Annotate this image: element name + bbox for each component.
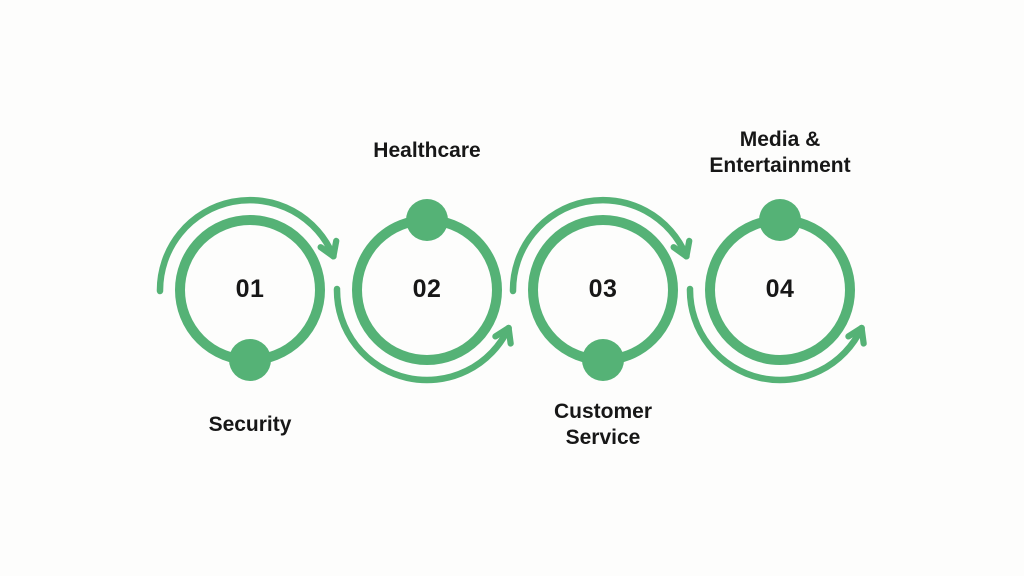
step-3-number: 03: [588, 274, 618, 303]
counterclockwise-arrow-arc-icon: [333, 285, 514, 384]
node-dot-icon: [582, 339, 624, 381]
step-4: 04: [680, 190, 880, 390]
step-4-label: Media & Entertainment: [709, 128, 851, 177]
step-2-graphic: [333, 199, 514, 384]
step-1-graphic: [156, 196, 340, 381]
step-4-graphic: [686, 199, 867, 384]
step-1-label: Security: [208, 413, 292, 436]
step-2-number: 02: [412, 274, 442, 303]
step-3: 03: [503, 190, 703, 390]
node-dot-icon: [759, 199, 801, 241]
step-2-label: Healthcare: [373, 139, 481, 162]
step-1: 01: [150, 190, 350, 390]
clockwise-arrow-arc-icon: [156, 196, 340, 295]
step-3-graphic: [509, 196, 693, 381]
clockwise-arrow-arc-icon: [509, 196, 693, 295]
node-dot-icon: [406, 199, 448, 241]
step-3-label: Customer Service: [553, 400, 653, 449]
step-1-number: 01: [235, 274, 265, 303]
node-dot-icon: [229, 339, 271, 381]
counterclockwise-arrow-arc-icon: [686, 285, 867, 384]
step-4-number: 04: [765, 274, 795, 303]
step-2: 02: [327, 190, 527, 390]
